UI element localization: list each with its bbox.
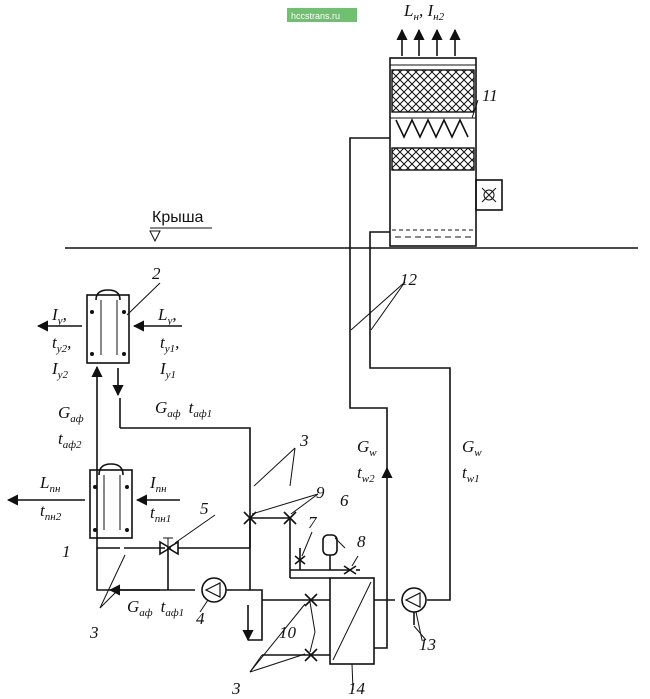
svg-text:1: 1	[62, 542, 71, 561]
svg-text:3: 3	[89, 623, 99, 642]
svg-text:10: 10	[279, 623, 297, 642]
svg-text:9: 9	[316, 483, 325, 502]
label-tw1: tw1	[462, 463, 480, 485]
label-Iy1: Iу1	[159, 359, 176, 381]
svg-text:4: 4	[196, 609, 205, 628]
label-Gw-up: Gw	[357, 437, 377, 459]
label-tpn2: tпн2	[40, 501, 62, 523]
svg-text:3: 3	[231, 679, 241, 698]
roof-line: Крыша	[65, 209, 638, 249]
svg-text:12: 12	[400, 270, 418, 289]
cooling-tower	[389, 28, 503, 247]
svg-text:5: 5	[200, 499, 209, 518]
label-taf2: tаф2	[58, 429, 82, 451]
label-ty1: tу1,	[160, 333, 179, 355]
label-Iy-out: Iу,	[51, 305, 67, 327]
label-Ly-in: Lу,	[157, 305, 177, 327]
svg-text:Lн, Iн2: Lн, Iн2	[403, 1, 445, 23]
label-Lpn: Lпн	[39, 473, 61, 495]
label-Gaf-return: Gаф	[58, 403, 84, 425]
antifreeze-circuit	[6, 289, 360, 662]
svg-text:14: 14	[348, 679, 366, 698]
svg-text:7: 7	[308, 513, 318, 532]
tower-exhaust-label: Lн, Iн2	[403, 1, 445, 23]
watermark: hccstrans.ru	[287, 8, 357, 22]
svg-text:13: 13	[419, 635, 436, 654]
label-Ipn: Iпн	[149, 473, 167, 495]
svg-text:3: 3	[299, 431, 309, 450]
label-tpn1: tпн1	[150, 503, 171, 525]
leader-lines	[99, 99, 479, 691]
component-numbers: 2 1 3 3 3 4 5 6 7 8 9 10 11 12 13 14	[62, 86, 498, 698]
svg-text:2: 2	[152, 264, 161, 283]
roof-label: Крыша	[152, 209, 204, 226]
label-Iy2: Iу2	[51, 359, 69, 381]
svg-text:hccstrans.ru: hccstrans.ru	[291, 11, 340, 21]
svg-text:8: 8	[357, 532, 366, 551]
label-ty2: tу2,	[52, 333, 71, 355]
tower-pipes	[349, 137, 451, 601]
label-tw2: tw2	[357, 463, 375, 485]
label-Gw-down: Gw	[462, 437, 482, 459]
svg-text:11: 11	[482, 86, 498, 105]
svg-text:6: 6	[340, 491, 349, 510]
